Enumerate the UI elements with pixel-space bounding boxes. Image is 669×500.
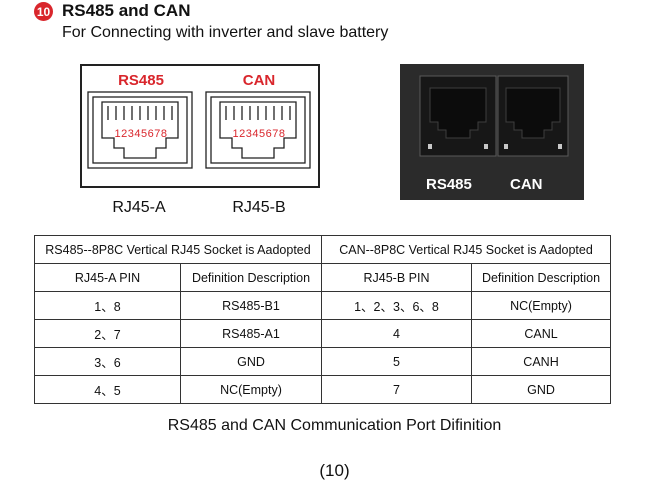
- pin-definition-table: RS485--8P8C Vertical RJ45 Socket is Aado…: [34, 235, 612, 404]
- table-cell: 1、2、3、6、8: [321, 291, 472, 320]
- photo-rs485-label: RS485: [426, 176, 472, 193]
- table-column-header-row: RJ45-A PIN Definition Description RJ45-B…: [34, 263, 612, 292]
- can-socket-icon: [505, 87, 561, 139]
- port-photo: RS485 CAN: [400, 64, 584, 200]
- rj45-jack-drawings: [87, 91, 311, 169]
- page-number: (10): [319, 461, 350, 480]
- port-socket-icons: [419, 75, 569, 157]
- rj45-a-pin-numbers: 12345678: [114, 128, 168, 140]
- table-cell: 3、6: [34, 347, 181, 376]
- rj45-b-pin-numbers: 12345678: [232, 128, 286, 140]
- rj45-b-label: RJ45-B: [232, 199, 286, 216]
- can-port-label: CAN: [242, 72, 276, 89]
- table-cell: 4、5: [34, 375, 181, 404]
- can-group-header: CAN--8P8C Vertical RJ45 Socket is Aadopt…: [320, 235, 612, 264]
- figure-caption: RS485 and CAN Communication Port Difinit…: [167, 417, 502, 434]
- connector-diagram: RS485 CAN 12345678 12345678: [80, 64, 320, 188]
- table-cell: 4: [321, 319, 472, 348]
- column-header: Definition Description: [180, 263, 322, 292]
- column-header: Definition Description: [470, 263, 612, 292]
- section-title: RS485 and CAN: [62, 1, 191, 20]
- table-row: 3、6 GND 5 CANH: [34, 347, 612, 376]
- table-cell: CANH: [470, 347, 612, 376]
- table-cell: 2、7: [34, 319, 181, 348]
- rs485-group-header: RS485--8P8C Vertical RJ45 Socket is Aado…: [34, 235, 322, 264]
- table-group-header-row: RS485--8P8C Vertical RJ45 Socket is Aado…: [34, 235, 612, 264]
- table-cell: GND: [180, 347, 322, 376]
- rs485-socket-icon: [429, 87, 487, 139]
- section-subtitle: For Connecting with inverter and slave b…: [62, 24, 389, 41]
- column-header: RJ45-B PIN: [321, 263, 472, 292]
- rj45-b-jack-icon: [205, 91, 311, 169]
- table-cell: NC(Empty): [470, 291, 612, 320]
- table-cell: 7: [321, 375, 472, 404]
- table-cell: NC(Empty): [180, 375, 322, 404]
- table-cell: RS485-B1: [180, 291, 322, 320]
- table-cell: CANL: [470, 319, 612, 348]
- rs485-port-label: RS485: [118, 72, 164, 89]
- photo-can-label: CAN: [510, 176, 543, 193]
- table-cell: 5: [321, 347, 472, 376]
- table-cell: GND: [470, 375, 612, 404]
- section-number-badge: 10: [34, 2, 53, 21]
- table-row: 1、8 RS485-B1 1、2、3、6、8 NC(Empty): [34, 291, 612, 320]
- table-row: 4、5 NC(Empty) 7 GND: [34, 375, 612, 404]
- table-row: 2、7 RS485-A1 4 CANL: [34, 319, 612, 348]
- rj45-a-jack-icon: [87, 91, 193, 169]
- rj45-a-label: RJ45-A: [112, 199, 166, 216]
- table-cell: RS485-A1: [180, 319, 322, 348]
- column-header: RJ45-A PIN: [34, 263, 181, 292]
- table-cell: 1、8: [34, 291, 181, 320]
